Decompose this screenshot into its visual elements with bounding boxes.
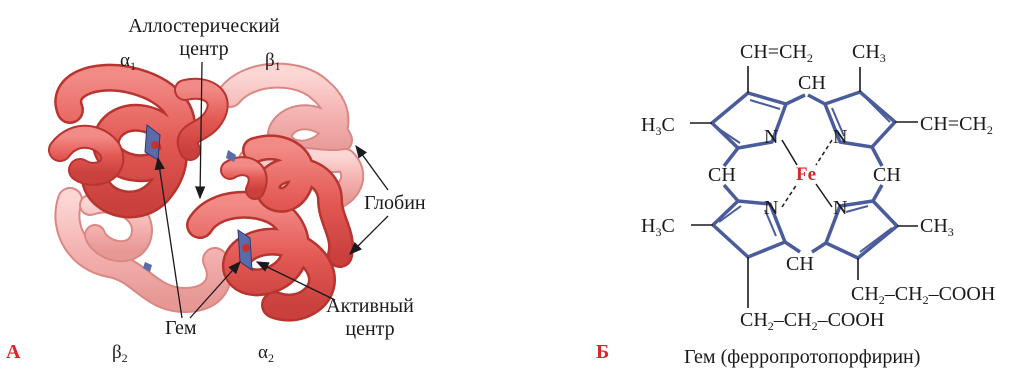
active-label-line1: Активный	[326, 295, 414, 317]
globin-arrow-lower	[350, 216, 388, 254]
propionate-right: CH2–CH2–COOH	[851, 283, 995, 307]
methine-bottom: CH	[786, 253, 814, 275]
beta2-label: β2	[112, 342, 128, 365]
vinyl-top: CH=CH2	[740, 41, 813, 65]
heme-caption: Гем (ферропротопорфирин)	[684, 346, 920, 368]
methine-top: CH	[798, 72, 826, 94]
active-label-line2: центр	[345, 318, 394, 340]
hemoglobin-structure	[60, 76, 352, 308]
methine-left: CH	[708, 164, 736, 186]
nitrogen-top-left: N	[764, 126, 778, 148]
iron-atom: Fe	[796, 164, 816, 185]
methine-right: CH	[873, 164, 901, 186]
methyl-left-upper: H3C	[641, 114, 675, 138]
alpha1-label: α1	[120, 50, 136, 73]
beta1-label: β1	[265, 50, 281, 73]
nitrogen-bottom-left: N	[764, 197, 778, 219]
panel-a-letter: А	[6, 341, 21, 363]
methyl-right-lower: CH3	[920, 215, 954, 239]
allosteric-label-line1: Аллостерический	[128, 15, 280, 37]
heme-label: Гем	[165, 317, 197, 339]
propionate-bottom: CH2–CH2–COOH	[740, 309, 884, 333]
panel-b-letter: Б	[596, 341, 609, 363]
methyl-left-lower: H3C	[641, 215, 675, 239]
globin-label: Глобин	[364, 192, 426, 214]
vinyl-right: CH=CH2	[920, 113, 993, 137]
methyl-top: CH3	[852, 41, 886, 65]
nitrogen-bottom-right: N	[833, 197, 847, 219]
allosteric-label-line2: центр	[179, 38, 228, 60]
heme-formula-labels: CH=CH2 CH3 CH H3C CH=CH2 N N Fe CH CH N …	[641, 41, 995, 368]
alpha2-label: α2	[258, 342, 274, 365]
alpha1-chain	[60, 78, 218, 205]
nitrogen-top-right: N	[833, 126, 847, 148]
